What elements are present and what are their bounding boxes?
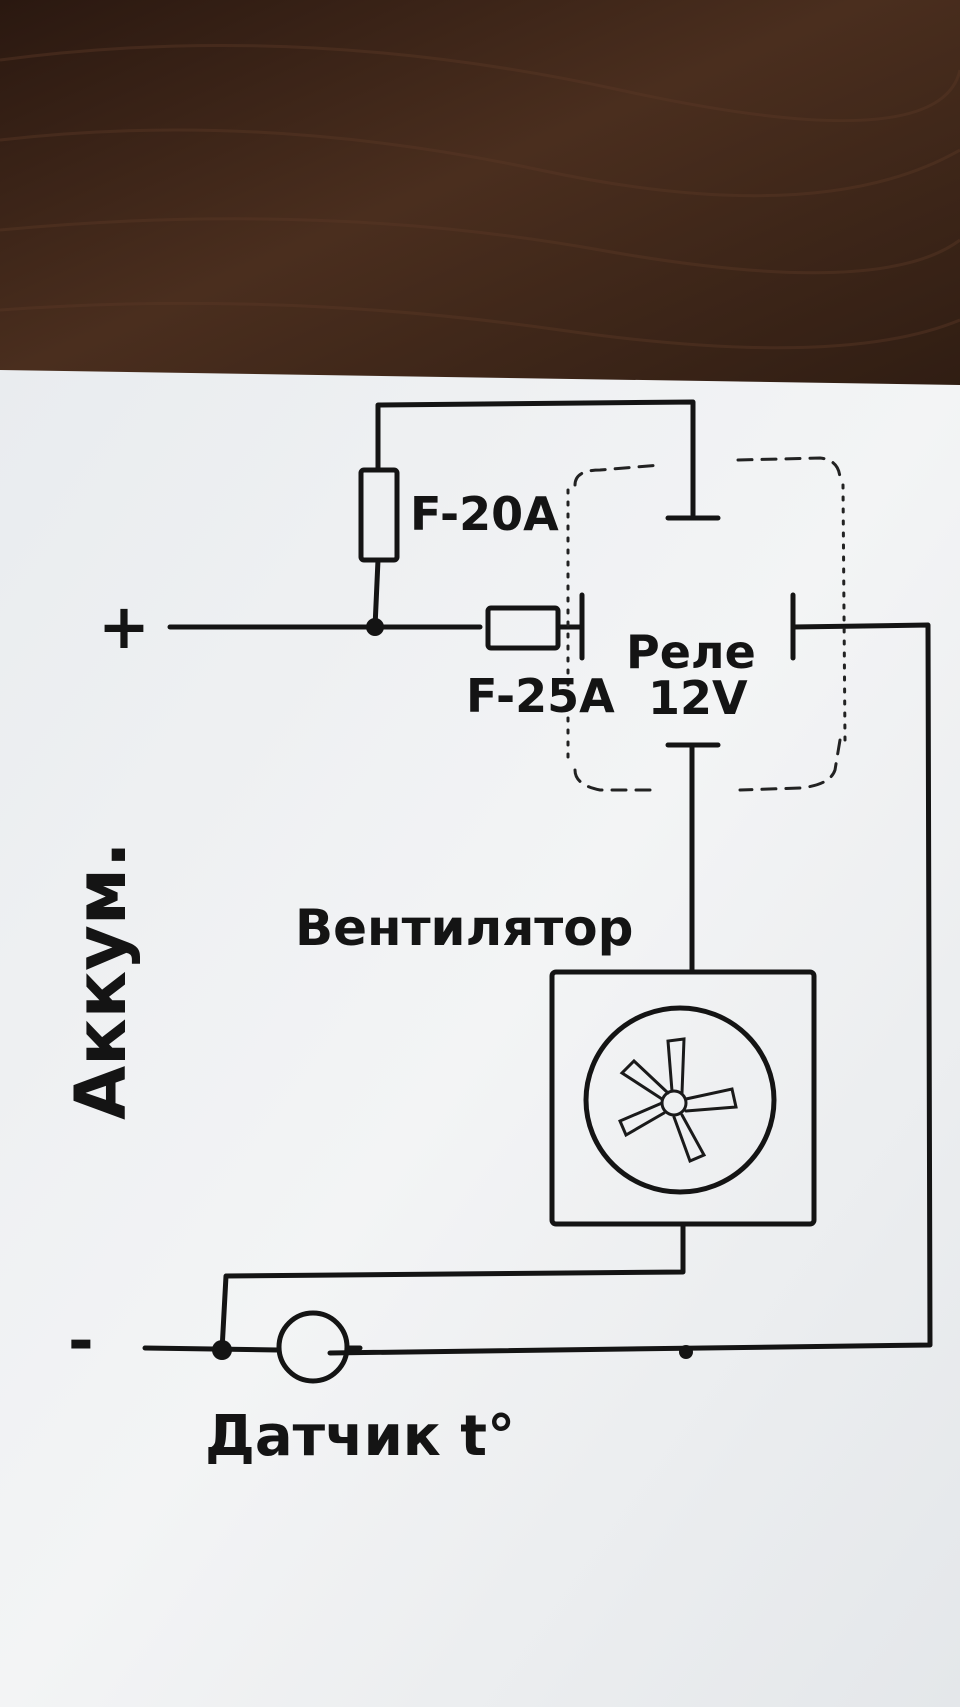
wire-fan-to-ground	[219, 1222, 686, 1353]
wire-right-return	[327, 622, 933, 1356]
wire-fuse20-branch	[372, 557, 381, 630]
junction-minus	[212, 1340, 232, 1360]
battery-minus-label: -	[68, 1304, 94, 1377]
wood-grain	[0, 43, 960, 350]
relay-voltage-label: 12V	[648, 671, 748, 725]
wood-table	[0, 0, 960, 420]
wire-top-loop	[375, 399, 696, 518]
battery-plus-label: +	[98, 590, 150, 663]
sensor-label: Датчик t°	[205, 1404, 515, 1469]
fuse-20a-label: F-20A	[410, 487, 559, 541]
paper-sheet	[0, 370, 960, 1707]
fan-ring	[583, 1005, 777, 1195]
fuse-25a-symbol	[485, 605, 561, 651]
battery-label: Аккум.	[60, 841, 142, 1120]
fan-label: Вентилятор	[295, 899, 633, 957]
relay-enclosure	[573, 456, 842, 792]
fan-housing	[549, 969, 817, 1227]
fuse-20a-symbol	[358, 467, 400, 563]
fuse-25a-label: F-25A	[466, 669, 615, 723]
relay-enclosure-dots	[566, 483, 847, 762]
relay-label: Реле	[626, 625, 756, 679]
fan-blades-icon	[618, 1037, 738, 1164]
junction-plus	[366, 618, 384, 636]
wire-minus-main	[142, 1345, 281, 1353]
junction-fan-ground	[679, 1345, 693, 1359]
